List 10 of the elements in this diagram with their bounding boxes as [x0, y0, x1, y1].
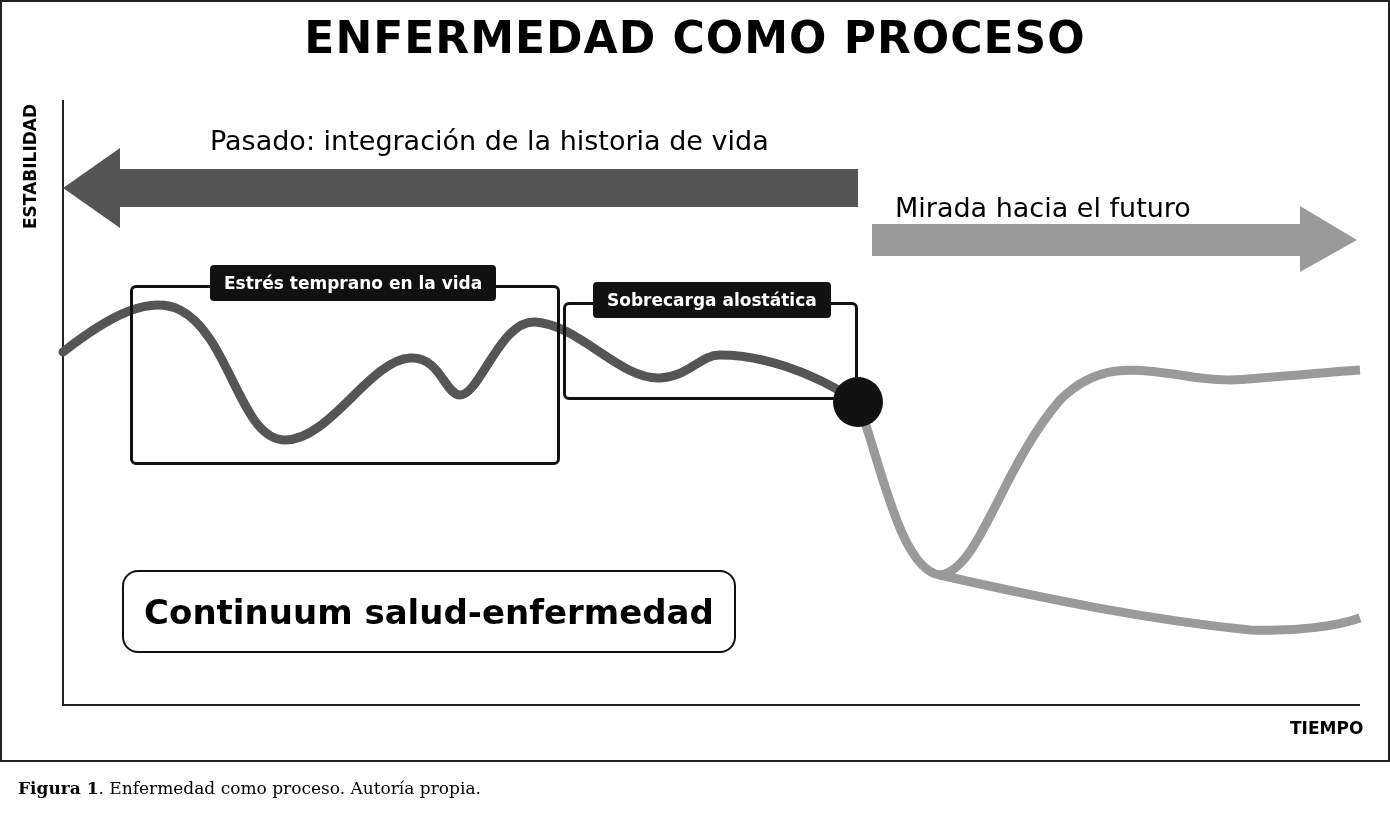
figure-caption: Figura 1. Enfermedad como proceso. Autoría propia.: [18, 778, 481, 798]
stage-label: Sobrecarga alostática: [593, 282, 831, 318]
arrow-label: Mirada hacia el futuro: [895, 192, 1191, 223]
axis-label: TIEMPO: [1290, 718, 1364, 738]
event-dot: [833, 377, 883, 427]
stage-label: Estrés temprano en la vida: [210, 265, 497, 301]
axis-label: ESTABILIDAD: [20, 102, 41, 231]
arrow-label: Pasado: integración de la historia de vida: [210, 125, 769, 156]
label-box: Continuum salud-enfermedad: [122, 570, 736, 653]
diagram-title: ENFERMEDAD COMO PROCESO: [303, 12, 1087, 63]
